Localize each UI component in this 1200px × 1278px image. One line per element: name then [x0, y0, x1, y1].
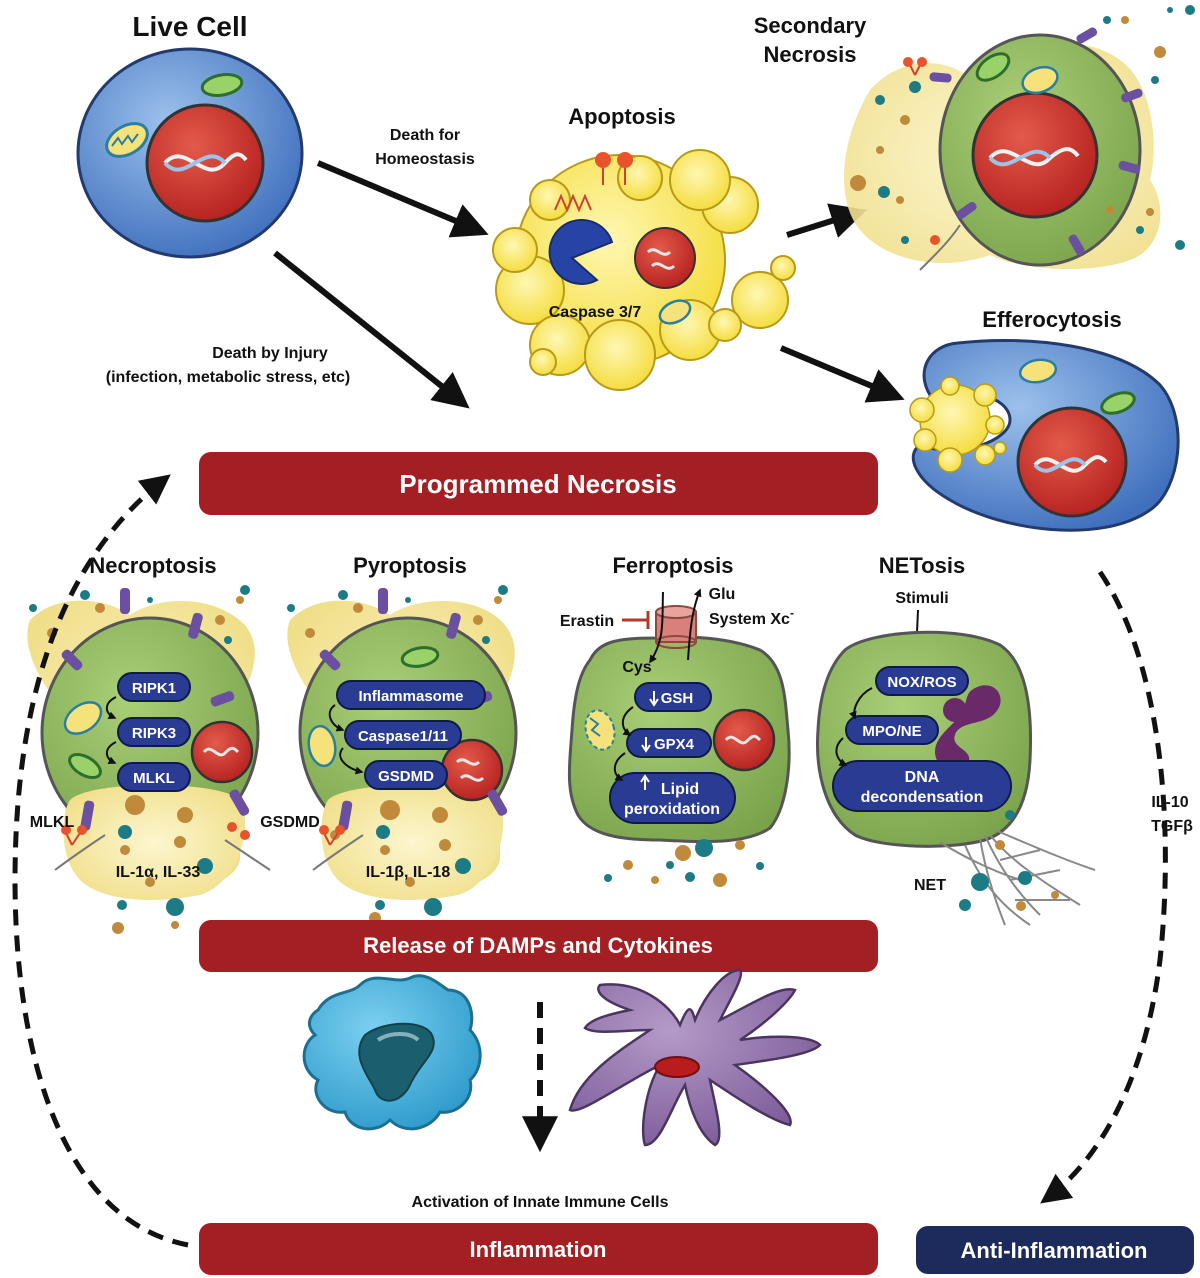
anti-inflammation-label: Anti-Inflammation: [961, 1238, 1148, 1263]
il10-label: IL-10: [1151, 794, 1188, 811]
ps-exposure-icon: [554, 193, 592, 213]
necroptosis-step-1: RIPK1: [132, 680, 176, 697]
system-xc-label: System Xc-: [709, 606, 794, 628]
live-cell-title: Live Cell: [132, 11, 247, 42]
arrow-homeostasis: [316, 160, 489, 238]
secondary-necrosis-cell: [843, 5, 1195, 271]
necroptosis-cytokines: IL-1α, IL-33: [116, 864, 201, 881]
ferroptosis-pathway: GSH GPX4 Lipid peroxidation: [609, 682, 736, 824]
erastin-label: Erastin: [560, 613, 614, 630]
mlkl-pore-label: MLKL: [30, 814, 75, 831]
pyroptosis-pathway: Inflammasome Caspase1/11 GSDMD: [328, 680, 486, 790]
ferroptosis-title: Ferroptosis: [612, 553, 733, 578]
netosis-step-1: NOX/ROS: [887, 674, 956, 691]
pyroptosis-cell: [287, 585, 518, 929]
netosis-step-3a: DNA: [905, 769, 940, 786]
arrow-anti-inflammation: [1040, 570, 1168, 1204]
injury-label-1: Death by Injury: [212, 345, 328, 362]
inflammation-label: Inflammation: [470, 1237, 607, 1262]
secondary-necrosis-title-1: Secondary: [754, 13, 867, 38]
ferroptosis-step-1: GSH: [661, 690, 694, 707]
ferroptosis-step-3a: Lipid: [661, 781, 699, 798]
er-icon: [200, 73, 244, 97]
release-label: Release of DAMPs and Cytokines: [363, 933, 713, 958]
necroptosis-step-3: MLKL: [133, 770, 175, 787]
glu-label: Glu: [709, 586, 736, 603]
pyroptosis-step-1: Inflammasome: [358, 688, 463, 705]
arrow-inflammation-feedback: [12, 474, 189, 1248]
fragmented-nucleus: [634, 227, 696, 289]
dendritic-cell-icon: [568, 968, 822, 1147]
pyroptosis-step-3: GSDMD: [378, 768, 434, 785]
necroptosis-title: Necroptosis: [89, 553, 216, 578]
net-fibers-icon: [939, 829, 1096, 926]
anti-inflammation-bar: Anti-Inflammation: [916, 1226, 1194, 1274]
live-cell: [76, 47, 304, 259]
necroptosis-pathway: RIPK1 RIPK3 MLKL: [105, 672, 191, 792]
arrow-efferocytosis: [779, 345, 905, 403]
netosis-pathway: NOX/ROS MPO/NE DNA decondensation: [832, 666, 1012, 812]
arrow-secondary-necrosis: [786, 203, 867, 238]
mitochondrion-icon: [658, 299, 692, 325]
programmed-necrosis-label: Programmed Necrosis: [399, 469, 676, 499]
netosis-step-2: MPO/NE: [862, 723, 921, 740]
pyroptosis-step-2: Caspase1/11: [358, 728, 448, 745]
pyroptosis-cytokines: IL-1β, IL-18: [366, 864, 451, 881]
release-bar: Release of DAMPs and Cytokines: [199, 920, 878, 972]
secondary-necrosis-title-2: Necrosis: [764, 42, 857, 67]
ferroptosis-step-2: GPX4: [654, 736, 695, 753]
necroptosis-step-2: RIPK3: [132, 725, 176, 742]
homeostasis-label-2: Homeostasis: [375, 151, 475, 168]
damaged-mitochondrion-icon: [584, 709, 616, 751]
tgfb-label: TGFβ: [1151, 818, 1193, 835]
activation-label: Activation of Innate Immune Cells: [412, 1194, 669, 1211]
netosis-title: NETosis: [879, 553, 965, 578]
net-label: NET: [914, 877, 946, 894]
arrow-up-icon: [640, 774, 650, 790]
injury-label-2: (infection, metabolic stress, etc): [106, 369, 351, 386]
macrophage-icon: [302, 974, 482, 1131]
netosis-step-3b: decondensation: [861, 789, 984, 806]
mitochondrion-icon: [105, 122, 149, 158]
caspase-label: Caspase 3/7: [549, 304, 642, 321]
cys-label: Cys: [622, 659, 651, 676]
lipid-marker-icon: [595, 152, 633, 185]
caspase-pacman-icon: [548, 218, 614, 285]
pyroptosis-title: Pyroptosis: [353, 553, 467, 578]
efferocyte-cell: [909, 338, 1180, 532]
inflammation-bar: Inflammation: [199, 1223, 878, 1275]
ferroptosis-damps: [623, 840, 745, 887]
arrow-down-icon: [649, 691, 659, 707]
homeostasis-label-1: Death for: [390, 127, 460, 144]
apoptosis-title: Apoptosis: [568, 104, 676, 129]
arrow-down-icon: [641, 737, 651, 753]
efferocytosis-title: Efferocytosis: [982, 307, 1121, 332]
stimuli-label: Stimuli: [895, 590, 948, 607]
arrow-injury: [273, 250, 470, 409]
necroptosis-cell: [27, 585, 271, 934]
nucleus-lobed-icon: [935, 685, 1001, 770]
gsdmd-pore-label: GSDMD: [260, 814, 320, 831]
programmed-necrosis-bar: Programmed Necrosis: [199, 452, 878, 515]
ferroptosis-step-3b: peroxidation: [624, 801, 720, 818]
